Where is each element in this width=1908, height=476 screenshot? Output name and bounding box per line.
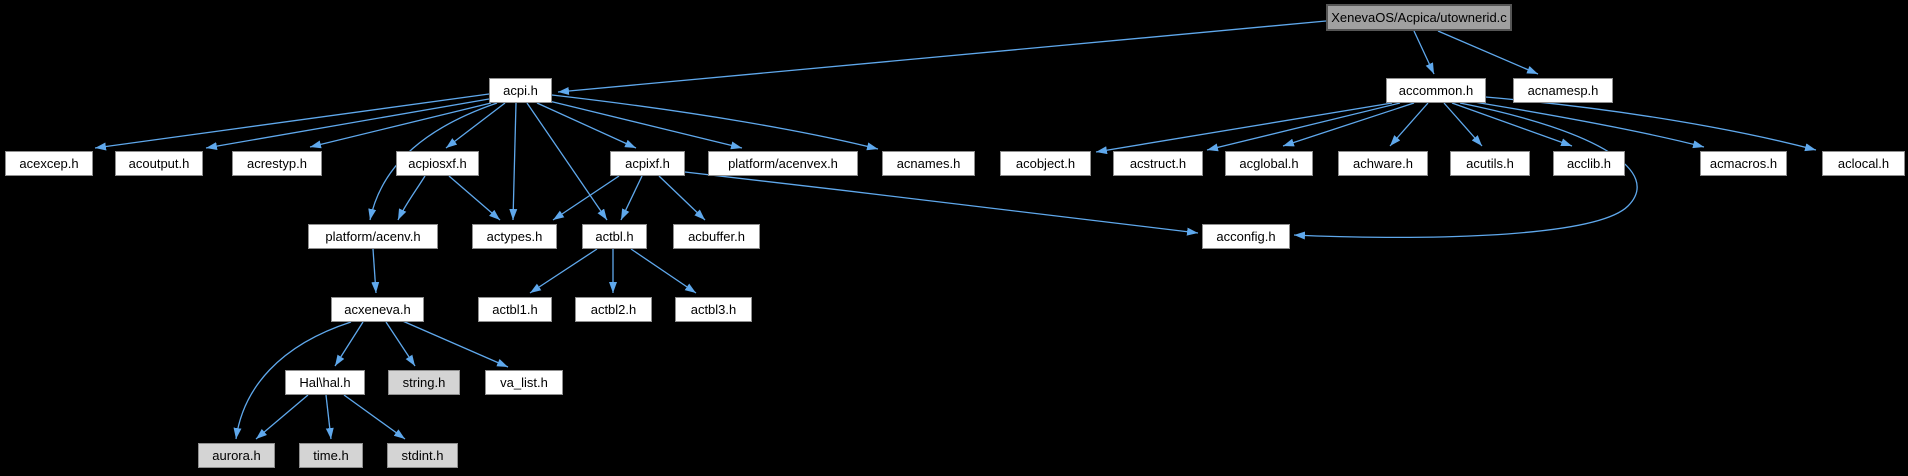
edge-halhal-to-stdint [343, 394, 406, 440]
edge-acpixf-to-acbuffer [658, 175, 706, 221]
edge-acpi-to-acexcep [94, 93, 490, 151]
node-utownerid-c[interactable]: XenevaOS/Acpica/utownerid.c [1326, 4, 1512, 31]
edge-acpi-to-acenvex [548, 100, 743, 150]
edge-acpi-to-acnames [551, 94, 879, 151]
edge-acpi-to-acoutput [205, 98, 490, 151]
edge-accommon-to-achware [1389, 102, 1429, 147]
node-achware-h[interactable]: achware.h [1338, 151, 1428, 176]
node-acutils-h[interactable]: acutils.h [1450, 151, 1530, 176]
node-acnamesp-h[interactable]: acnamesp.h [1513, 78, 1613, 103]
edge-acpi-to-acenv [368, 102, 498, 221]
edge-accommon-to-acconfig [1293, 102, 1638, 240]
node-acstruct-h[interactable]: acstruct.h [1113, 151, 1203, 176]
edge-actbl-to-actbl3 [630, 248, 697, 294]
edge-accommon-to-acutils [1443, 102, 1483, 147]
node-acmacros-h[interactable]: acmacros.h [1700, 151, 1787, 176]
edge-acpi-to-acpixf [536, 102, 637, 149]
edge-acpi-to-actypes [509, 102, 518, 221]
node-acbuffer-h[interactable]: acbuffer.h [673, 224, 760, 249]
node-va-list-h[interactable]: va_list.h [485, 370, 563, 395]
edge-halhal-to-aurora [255, 394, 309, 440]
node-aclocal-h[interactable]: aclocal.h [1822, 151, 1905, 176]
node-actbl1-h[interactable]: actbl1.h [478, 297, 552, 322]
edge-acxeneva-to-aurora [233, 321, 352, 440]
node-acxeneva-h[interactable]: acxeneva.h [331, 297, 424, 322]
edge-utownerid-to-acpi [557, 20, 1327, 95]
node-time-h[interactable]: time.h [299, 443, 363, 468]
node-accommon-h[interactable]: accommon.h [1386, 78, 1486, 103]
node-acpiosxf-h[interactable]: acpiosxf.h [396, 151, 479, 176]
node-acrestyp-h[interactable]: acrestyp.h [232, 151, 322, 176]
edge-acenv-to-acxeneva [371, 248, 380, 294]
node-hal-hal-h[interactable]: Hal\hal.h [285, 370, 365, 395]
edge-acpixf-to-actypes [552, 175, 620, 221]
edge-acpi-to-acrestyp [309, 102, 492, 149]
edge-utownerid-to-accommon [1413, 30, 1435, 75]
edge-acxeneva-to-halhal [334, 321, 364, 367]
edge-acpiosxf-to-acenv [397, 175, 426, 221]
edge-accommon-to-aclocal [1473, 95, 1817, 152]
node-actbl3-h[interactable]: actbl3.h [675, 297, 752, 322]
node-acclib-h[interactable]: acclib.h [1553, 151, 1625, 176]
node-aurora-h[interactable]: aurora.h [198, 443, 275, 468]
node-acpi-h[interactable]: acpi.h [489, 78, 552, 103]
edge-acxeneva-to-string [385, 321, 416, 367]
edge-acpiosxf-to-actypes [448, 175, 501, 221]
edge-accommon-to-acobject [1095, 102, 1393, 155]
edge-accommon-to-acstruct [1206, 102, 1401, 152]
node-stdint-h[interactable]: stdint.h [387, 443, 458, 468]
node-platform-acenv-h[interactable]: platform/acenv.h [308, 224, 438, 249]
edge-utownerid-to-acnamesp [1437, 30, 1539, 75]
edge-acpi-to-acpiosxf [445, 102, 506, 149]
edge-accommon-to-acmacros [1461, 99, 1705, 149]
edge-halhal-to-time [325, 394, 334, 440]
node-string-h[interactable]: string.h [388, 370, 460, 395]
node-acexcep-h[interactable]: acexcep.h [5, 151, 93, 176]
node-acobject-h[interactable]: acobject.h [1000, 151, 1091, 176]
edge-acpixf-to-actbl [620, 175, 643, 221]
node-acnames-h[interactable]: acnames.h [882, 151, 975, 176]
edge-acpixf-to-acconfig [684, 171, 1199, 236]
node-actbl2-h[interactable]: actbl2.h [575, 297, 652, 322]
node-acoutput-h[interactable]: acoutput.h [115, 151, 203, 176]
node-actbl-h[interactable]: actbl.h [582, 224, 647, 249]
node-platform-acenvex-h[interactable]: platform/acenvex.h [708, 151, 858, 176]
edge-acpi-to-actbl [526, 102, 608, 221]
node-acglobal-h[interactable]: acglobal.h [1225, 151, 1313, 176]
node-actypes-h[interactable]: actypes.h [472, 224, 557, 249]
edge-accommon-to-acglobal [1282, 102, 1415, 147]
node-acconfig-h[interactable]: acconfig.h [1202, 224, 1290, 249]
edge-actbl-to-actbl1 [529, 248, 598, 294]
edge-accommon-to-acclib [1451, 102, 1573, 147]
edge-acxeneva-to-valist [397, 318, 509, 368]
node-acpixf-h[interactable]: acpixf.h [610, 151, 685, 176]
